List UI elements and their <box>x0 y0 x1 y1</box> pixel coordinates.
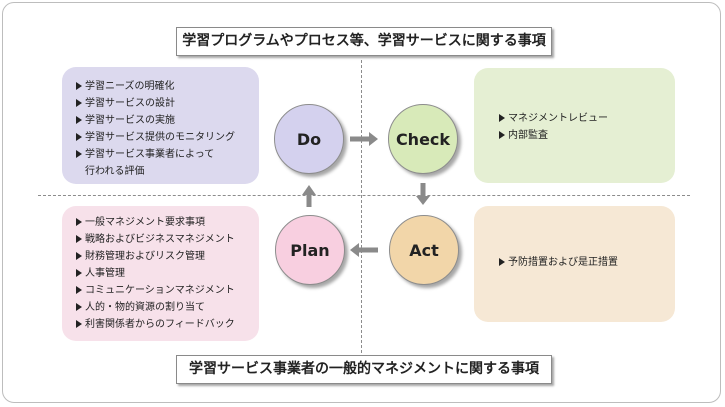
check-item-2: 内部監査 <box>499 127 675 144</box>
top-title: 学習プログラムやプロセス等、学習サービスに関する事項 <box>176 27 552 56</box>
plan-item-1: 一般マネジメント要求事項 <box>76 214 259 231</box>
plan-list: 一般マネジメント要求事項 戦略およびビジネスマネジメント 財務管理およびリスク管… <box>76 214 259 333</box>
arrow-check-to-act <box>416 183 430 205</box>
plan-panel: 一般マネジメント要求事項 戦略およびビジネスマネジメント 財務管理およびリスク管… <box>62 206 259 341</box>
do-item-1: 学習ニーズの明確化 <box>76 78 259 95</box>
plan-item-4: 人事管理 <box>76 265 259 282</box>
do-list: 学習ニーズの明確化 学習サービスの設計 学習サービスの実施 学習サービス提供のモ… <box>76 78 259 180</box>
do-item-5-line2: 行われる評価 <box>85 166 145 177</box>
check-circle: Check <box>388 104 458 174</box>
do-item-5-line1: 学習サービス事業者によって <box>85 149 215 160</box>
arrow-act-to-plan <box>350 243 378 257</box>
check-item-1: マネジメントレビュー <box>499 110 675 127</box>
horizontal-divider <box>38 195 690 196</box>
bottom-title: 学習サービス事業者の一般的マネジメントに関する事項 <box>176 355 552 384</box>
act-list: 予防措置および是正措置 <box>499 254 675 271</box>
plan-item-3: 財務管理およびリスク管理 <box>76 248 259 265</box>
plan-circle: Plan <box>275 215 345 285</box>
do-item-3: 学習サービスの実施 <box>76 112 259 129</box>
arrow-do-to-check <box>350 132 378 146</box>
do-panel: 学習ニーズの明確化 学習サービスの設計 学習サービスの実施 学習サービス提供のモ… <box>62 67 259 184</box>
do-item-2: 学習サービスの設計 <box>76 95 259 112</box>
do-circle: Do <box>274 104 344 174</box>
check-list: マネジメントレビュー 内部監査 <box>499 110 675 144</box>
do-item-4: 学習サービス提供のモニタリング <box>76 129 259 146</box>
plan-item-5: コミュニケーションマネジメント <box>76 282 259 299</box>
check-panel: マネジメントレビュー 内部監査 <box>474 68 675 183</box>
plan-item-7: 利害関係者からのフィードバック <box>76 316 259 333</box>
arrow-plan-to-do <box>302 185 316 207</box>
do-item-5: 学習サービス事業者によって 行われる評価 <box>76 146 259 180</box>
act-circle: Act <box>389 215 459 285</box>
plan-item-6: 人的・物的資源の割り当て <box>76 299 259 316</box>
plan-item-2: 戦略およびビジネスマネジメント <box>76 231 259 248</box>
vertical-divider <box>361 60 362 353</box>
act-panel: 予防措置および是正措置 <box>474 206 675 322</box>
act-item-1: 予防措置および是正措置 <box>499 254 675 271</box>
